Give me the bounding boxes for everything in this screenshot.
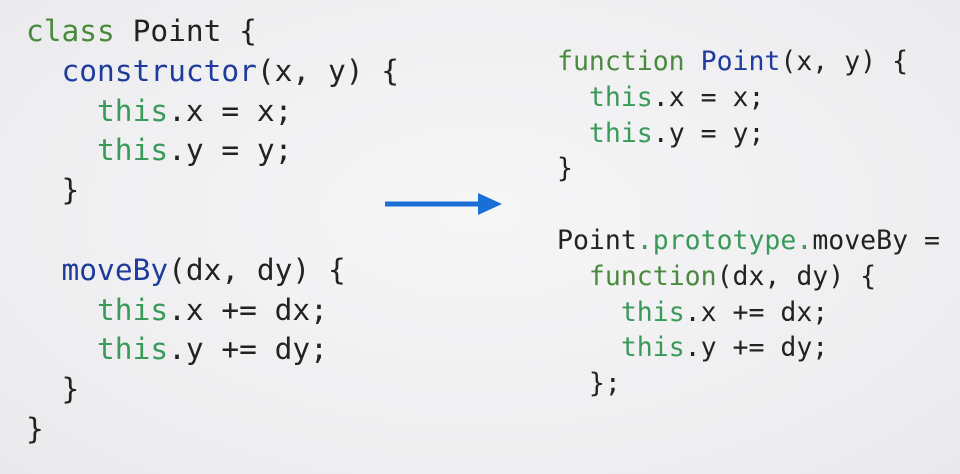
- indent: [26, 253, 62, 287]
- indent: [26, 94, 97, 128]
- prototype-property: prototype: [652, 224, 797, 256]
- code-line: }: [26, 410, 399, 450]
- code-line: this.x = x;: [26, 92, 399, 132]
- right-arrow-icon: [385, 193, 502, 215]
- blank-line: [557, 189, 573, 220]
- indent: [557, 297, 621, 328]
- class-keyword: class: [26, 14, 115, 48]
- space: [685, 46, 701, 77]
- indent: [557, 332, 621, 363]
- code-line: }: [26, 370, 399, 410]
- code-line: [557, 187, 940, 223]
- constructor-params: (x, y) {: [256, 53, 399, 88]
- code-line: this.x += dx;: [26, 291, 399, 331]
- this-keyword: this: [97, 93, 169, 128]
- method-name: moveBy: [61, 252, 169, 287]
- es5-prototype-code: function Point(x, y) { this.x = x; this.…: [557, 44, 940, 402]
- this-keyword: this: [97, 133, 169, 168]
- class-name: Point {: [114, 14, 257, 48]
- code-line: this.y += dy;: [26, 330, 399, 370]
- indent: [26, 133, 97, 167]
- assignment: .x = x;: [168, 93, 293, 128]
- indent: [557, 82, 589, 113]
- code-line: };: [557, 366, 940, 402]
- code-line: this.y = y;: [26, 131, 399, 171]
- code-line: function(dx, dy) {: [557, 259, 940, 295]
- closing-brace: }: [26, 411, 44, 446]
- dot: .: [636, 224, 653, 256]
- assignment: .y = y;: [652, 117, 765, 149]
- function-keyword: function: [557, 46, 685, 77]
- code-line: function Point(x, y) {: [557, 44, 940, 80]
- this-keyword: this: [97, 292, 169, 327]
- this-keyword: this: [620, 332, 685, 364]
- closing-brace: }: [26, 372, 80, 407]
- indent: [26, 293, 97, 327]
- code-line: moveBy(dx, dy) {: [26, 251, 399, 291]
- code-line: this.x += dx;: [557, 295, 940, 331]
- code-line: }: [26, 171, 399, 211]
- code-line: this.y += dy;: [557, 330, 940, 366]
- blank-line: [26, 213, 44, 247]
- assignment: .x += dx;: [168, 292, 328, 327]
- code-line: this.y = y;: [557, 116, 940, 152]
- code-line: class Point {: [26, 12, 399, 52]
- function-params: (x, y) {: [780, 46, 909, 77]
- assignment: .y += dy;: [168, 332, 328, 367]
- this-keyword: this: [620, 296, 685, 328]
- method-name: moveBy: [812, 224, 909, 256]
- constructor-name: constructor: [61, 53, 257, 88]
- assignment: .x += dx;: [684, 296, 829, 328]
- object-name: Point: [557, 224, 637, 256]
- function-name: Point: [700, 46, 781, 77]
- assignment: .y += dy;: [684, 332, 829, 364]
- code-line: }: [557, 151, 940, 187]
- dot: .: [796, 224, 813, 256]
- arrow-head: [478, 193, 502, 215]
- function-params: (dx, dy) {: [716, 260, 877, 292]
- code-line: [26, 211, 399, 251]
- indent: [557, 261, 589, 292]
- this-keyword: this: [588, 81, 653, 113]
- method-params: (dx, dy) {: [168, 252, 346, 287]
- code-line: constructor(x, y) {: [26, 52, 399, 92]
- closing-brace: };: [557, 368, 621, 400]
- closing-brace: }: [557, 153, 573, 185]
- indent: [26, 54, 62, 88]
- this-keyword: this: [588, 117, 653, 149]
- indent: [557, 118, 589, 149]
- code-line: this.x = x;: [557, 80, 940, 116]
- code-line: Point.prototype.moveBy =: [557, 223, 940, 259]
- indent: [26, 332, 97, 366]
- assign-operator: =: [908, 224, 940, 256]
- this-keyword: this: [97, 332, 169, 367]
- es6-class-code: class Point { constructor(x, y) { this.x…: [26, 12, 399, 450]
- assignment: .x = x;: [652, 81, 765, 113]
- closing-brace: }: [26, 173, 80, 208]
- assignment: .y = y;: [168, 133, 293, 168]
- function-keyword: function: [588, 260, 717, 292]
